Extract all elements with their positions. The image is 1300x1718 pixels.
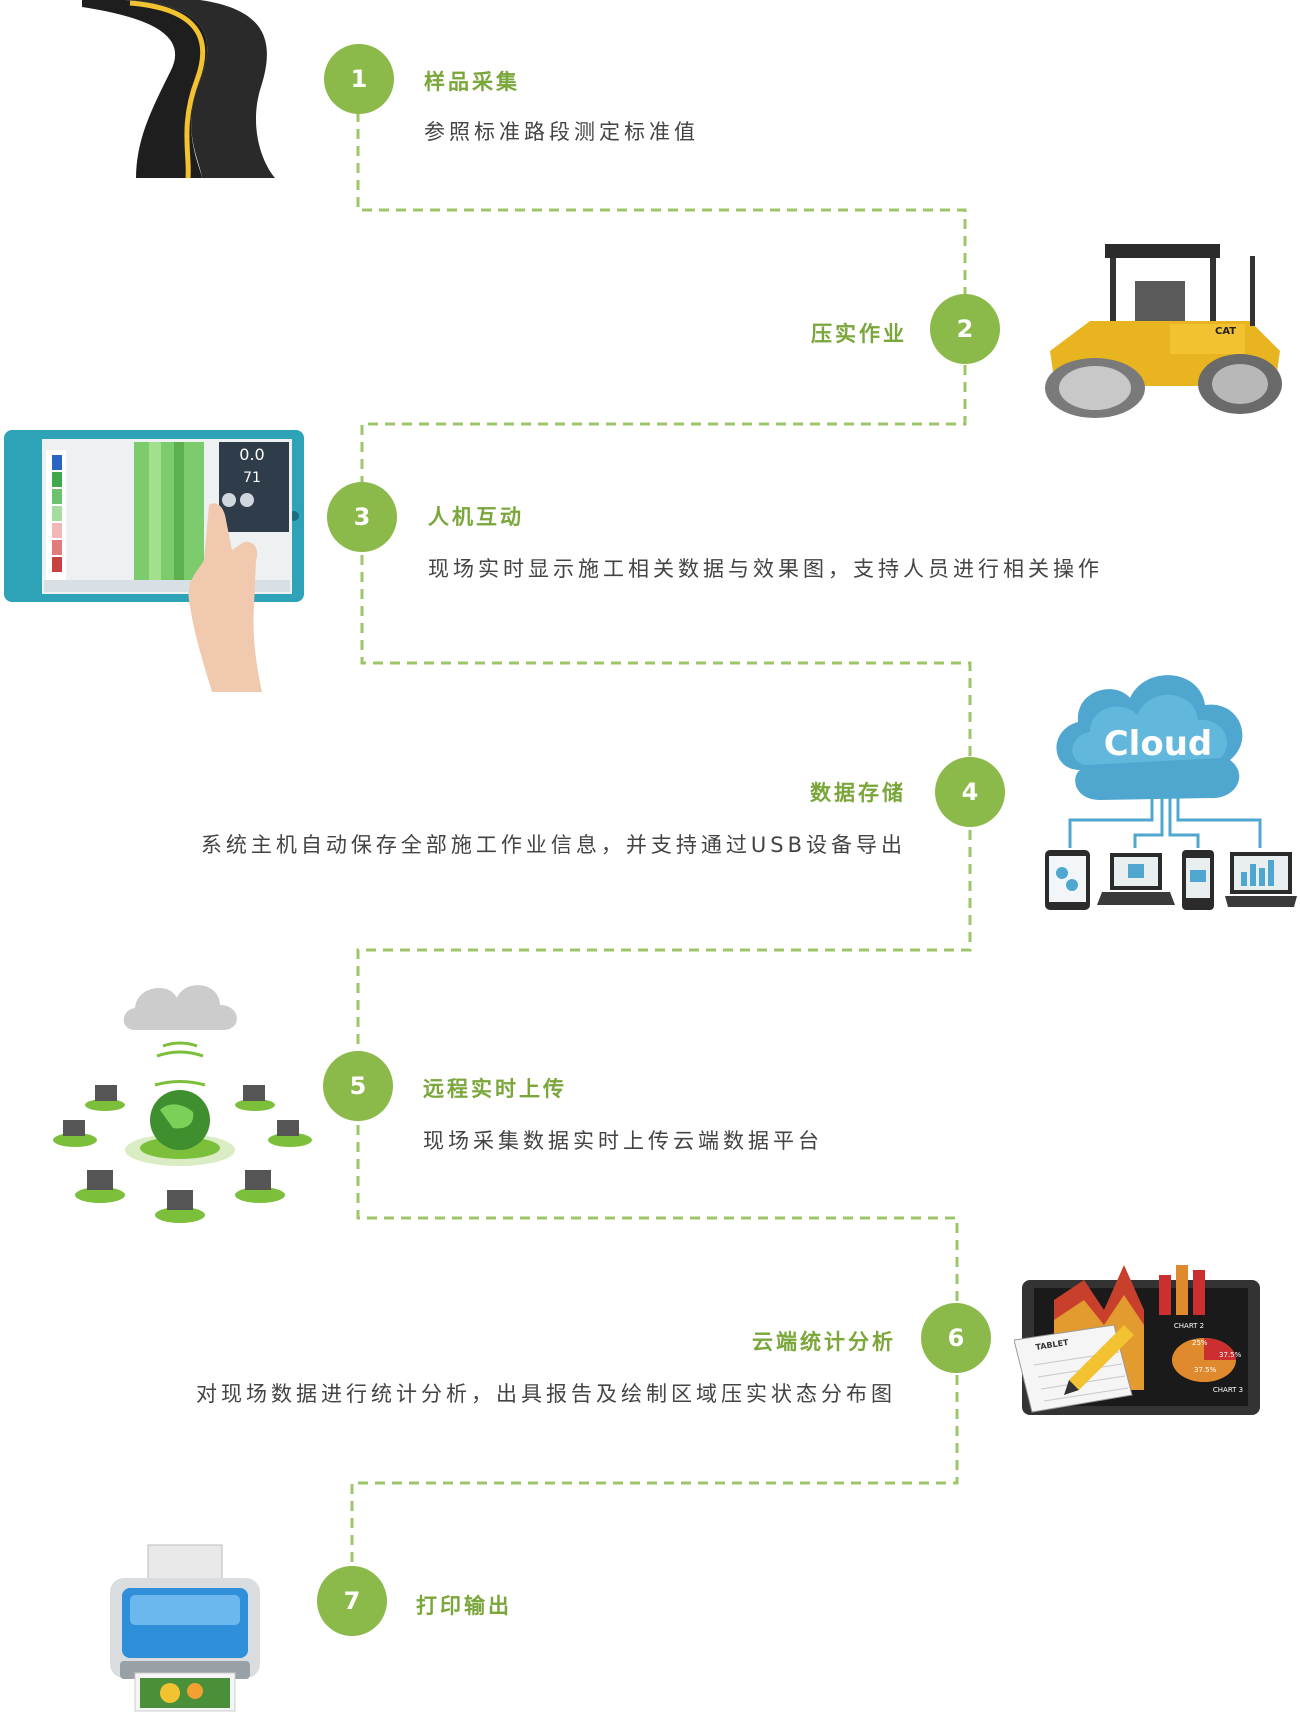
roller-brand: CAT [1215,326,1236,337]
tablet-value-2: 71 [243,470,261,486]
tablet-illustration: 0.0 71 [4,430,308,692]
step-6-circle: 6 [921,1303,991,1373]
step-2-circle: 2 [930,294,1000,364]
analytics-chart-3: CHART 3 [1213,1386,1243,1394]
step-5-desc: 现场采集数据实时上传云端数据平台 [423,1129,823,1153]
cloud-devices-illustration: Cloud [1040,660,1298,920]
step-3-desc: 现场实时显示施工相关数据与效果图，支持人员进行相关操作 [428,557,1103,581]
road-roller-illustration: CAT [1045,244,1282,418]
road-illustration [81,0,275,179]
analytics-pct-3: 37.5% [1194,1366,1217,1374]
analytics-chart-2: CHART 2 [1174,1322,1204,1330]
cloud-label: Cloud [1104,724,1213,764]
analytics-illustration: CHART 2 25% 37.5% 37.5% CHART 3 TABLET [1013,1240,1264,1420]
step-1-desc: 参照标准路段测定标准值 [424,120,699,144]
step-3-circle: 3 [327,482,397,552]
step-1-title: 样品采集 [424,70,520,94]
step-7-circle: 7 [317,1566,387,1636]
step-4-desc: 系统主机自动保存全部施工作业信息，并支持通过USB设备导出 [200,833,906,857]
step-2-title: 压实作业 [811,322,907,346]
analytics-pct-2: 37.5% [1219,1351,1242,1359]
step-4-title: 数据存储 [810,781,906,805]
step-5-circle: 5 [323,1051,393,1121]
step-4-circle: 4 [935,757,1005,827]
network-globe-illustration [45,970,315,1225]
step-7-title: 打印输出 [416,1594,512,1618]
analytics-pct-1: 25% [1192,1339,1208,1347]
step-1-circle: 1 [324,44,394,114]
step-3-title: 人机互动 [428,505,524,529]
tablet-value-1: 0.0 [239,445,264,464]
printer-illustration [100,1543,270,1714]
step-5-title: 远程实时上传 [423,1077,567,1101]
step-6-desc: 对现场数据进行统计分析，出具报告及绘制区域压实状态分布图 [196,1382,896,1406]
step-6-title: 云端统计分析 [752,1330,896,1354]
